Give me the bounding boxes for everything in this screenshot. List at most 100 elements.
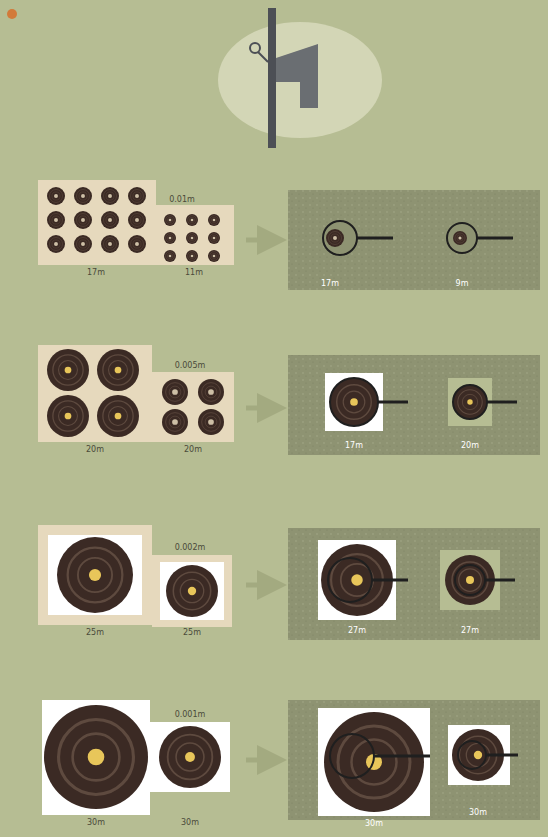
drawing-part xyxy=(78,558,112,592)
drawing-part xyxy=(180,579,203,602)
drawing-part xyxy=(79,192,87,200)
drawing-part xyxy=(166,252,175,261)
target xyxy=(101,235,119,253)
target xyxy=(198,379,224,405)
target-card xyxy=(42,700,150,815)
drawing-part xyxy=(208,389,214,395)
drawing-part xyxy=(65,413,72,420)
target xyxy=(97,395,139,437)
panel xyxy=(156,205,234,265)
drawing-part xyxy=(59,361,78,380)
target xyxy=(164,214,176,226)
drawing-part xyxy=(54,242,58,246)
target xyxy=(101,187,119,205)
drawing-part xyxy=(109,407,128,426)
target xyxy=(324,712,424,812)
panel xyxy=(152,372,234,442)
drawing-part xyxy=(73,734,120,781)
drawing-part xyxy=(103,401,133,431)
drawing-part xyxy=(458,236,461,239)
target xyxy=(162,379,188,405)
target xyxy=(186,250,198,262)
drawing-part xyxy=(79,216,87,224)
drawing-part xyxy=(135,242,139,246)
magnifier-handle xyxy=(485,579,515,582)
drawing-part xyxy=(350,398,358,406)
distance-label: 20m xyxy=(86,445,104,455)
drawing-part xyxy=(52,240,60,248)
drawing-part xyxy=(135,218,139,222)
distance-label: 9m xyxy=(456,279,469,289)
drawing-part xyxy=(188,234,197,243)
target-card xyxy=(318,708,430,816)
distance-label: 0.001m xyxy=(175,710,206,720)
drawing-part xyxy=(50,190,63,203)
target-card xyxy=(325,373,383,431)
distance-label: 27m xyxy=(348,626,366,636)
target xyxy=(128,187,146,205)
drawing-part xyxy=(333,236,337,240)
magnifier-handle xyxy=(487,401,517,404)
drawing-part xyxy=(211,217,216,222)
magnified-panel xyxy=(288,700,540,820)
target xyxy=(186,214,198,226)
drawing-part xyxy=(131,214,144,227)
target xyxy=(208,250,220,262)
drawing-part xyxy=(106,216,114,224)
distance-label: 20m xyxy=(184,445,202,455)
drawing-part xyxy=(343,391,365,413)
drawing-part xyxy=(131,238,144,251)
flow-arrow xyxy=(246,583,272,588)
target xyxy=(47,187,65,205)
logo-dot xyxy=(7,9,17,19)
drawing-part xyxy=(188,252,197,261)
target xyxy=(97,349,139,391)
drawing-part xyxy=(135,194,139,198)
drawing-part xyxy=(53,355,83,385)
drawing-part xyxy=(191,219,194,222)
target xyxy=(74,187,92,205)
drawing-part xyxy=(189,235,194,240)
drawing-part xyxy=(166,234,175,243)
drawing-part xyxy=(169,255,172,258)
drawing-part xyxy=(462,394,477,409)
target xyxy=(186,232,198,244)
drawing-part xyxy=(169,237,172,240)
drawing-part xyxy=(455,233,465,243)
target xyxy=(47,349,89,391)
drawing-part xyxy=(329,232,342,245)
target xyxy=(164,232,176,244)
distance-label: 25m xyxy=(183,628,201,638)
magnifier-handle xyxy=(372,579,408,582)
drawing-part xyxy=(89,569,101,581)
drawing-part xyxy=(452,562,488,598)
drawing-part xyxy=(210,252,219,261)
drawing-part xyxy=(79,240,87,248)
magnifier-lens xyxy=(330,734,374,778)
drawing-part xyxy=(208,419,214,425)
drawing-part xyxy=(191,255,194,258)
drawing-part xyxy=(210,234,219,243)
magnifier-lens xyxy=(447,223,477,253)
drawing-part xyxy=(108,194,112,198)
drawing-part xyxy=(191,237,194,240)
drawing-part xyxy=(169,219,172,222)
target xyxy=(453,231,467,245)
drawing-part xyxy=(115,367,122,374)
post xyxy=(268,8,276,148)
drawing-part xyxy=(52,192,60,200)
distance-label: 17m xyxy=(345,441,363,451)
drawing-part xyxy=(458,390,482,414)
drawing-part xyxy=(188,587,196,595)
drawing-part xyxy=(211,253,216,258)
drawing-part xyxy=(459,569,482,592)
target xyxy=(47,395,89,437)
drawing-part xyxy=(172,419,178,425)
target xyxy=(74,235,92,253)
drawing-part xyxy=(133,216,141,224)
drawing-part xyxy=(188,216,197,225)
drawing-part xyxy=(351,574,363,586)
magnified-panel xyxy=(288,528,540,640)
drawing-part xyxy=(213,219,216,222)
magnified-panel xyxy=(288,355,540,455)
